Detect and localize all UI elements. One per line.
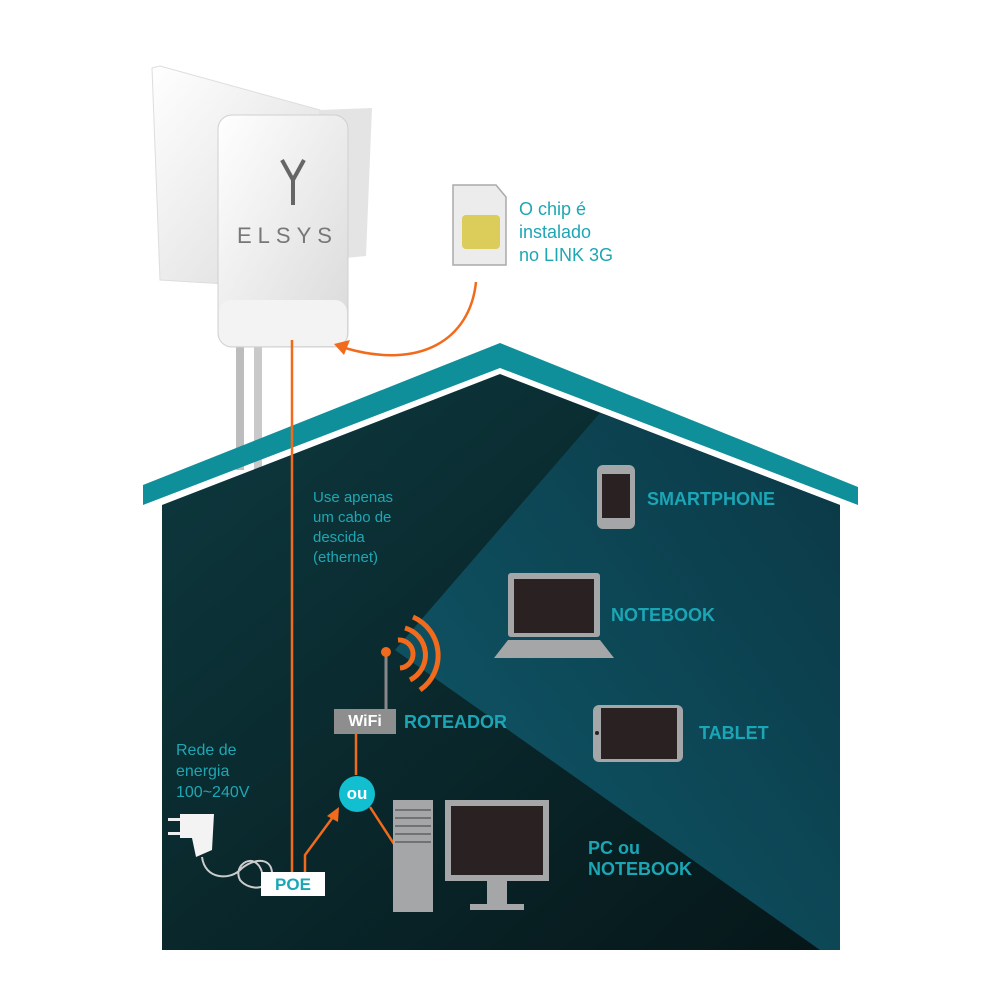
power-note-line: 100~240V <box>176 784 250 801</box>
or-circle <box>339 776 375 812</box>
chip-arrow <box>344 281 478 357</box>
chip-note-line: no LINK 3G <box>519 245 614 265</box>
pc-label: PC ou NOTEBOOK <box>588 838 692 880</box>
pc-label-line: PC ou <box>588 838 640 858</box>
or-label: ou <box>346 784 368 803</box>
link3g-device <box>217 114 349 348</box>
wifi-router-icon <box>334 614 441 734</box>
smartphone-icon <box>597 465 635 529</box>
antenna-pole <box>236 340 262 470</box>
chip-note: O chip é instalado no LINK 3G <box>519 198 613 267</box>
router-label: ROTEADOR <box>404 712 507 732</box>
cable-note-line: um cabo de <box>313 509 392 526</box>
monitor-icon <box>445 800 549 910</box>
poe-to-or-cable <box>303 816 335 872</box>
cable-note: Use apenas um cabo de descida (ethernet) <box>313 488 393 568</box>
pc-label-line: NOTEBOOK <box>588 859 693 879</box>
tablet-label: TABLET <box>699 723 769 743</box>
wifi-coverage <box>395 413 840 950</box>
power-note-line: Rede de <box>176 742 237 759</box>
arrow-head-icon <box>327 807 339 822</box>
notebook-icon <box>494 573 614 658</box>
power-note-line: energia <box>176 763 230 780</box>
smartphone-label: SMARTPHONE <box>647 489 776 509</box>
pc-cable <box>368 806 396 845</box>
chip-note-line: O chip é <box>519 199 587 219</box>
poe-label: POE <box>275 875 311 894</box>
device-brand: ELSYS <box>237 223 338 248</box>
notebook-label: NOTEBOOK <box>611 605 716 625</box>
sim-card-icon <box>452 184 507 266</box>
chip-note-line: instalado <box>519 222 592 242</box>
cable-note-line: (ethernet) <box>313 549 379 566</box>
power-note: Rede de energia 100~240V <box>176 740 249 803</box>
cable-note-line: descida <box>313 529 365 546</box>
wifi-label: WiFi <box>348 713 382 730</box>
tablet-icon <box>593 705 683 762</box>
poe-box <box>261 872 325 896</box>
arrow-head-icon <box>334 340 350 355</box>
cable-note-line: Use apenas <box>313 489 394 506</box>
elsys-logo-icon <box>280 159 306 205</box>
pc-tower-icon <box>393 800 433 912</box>
